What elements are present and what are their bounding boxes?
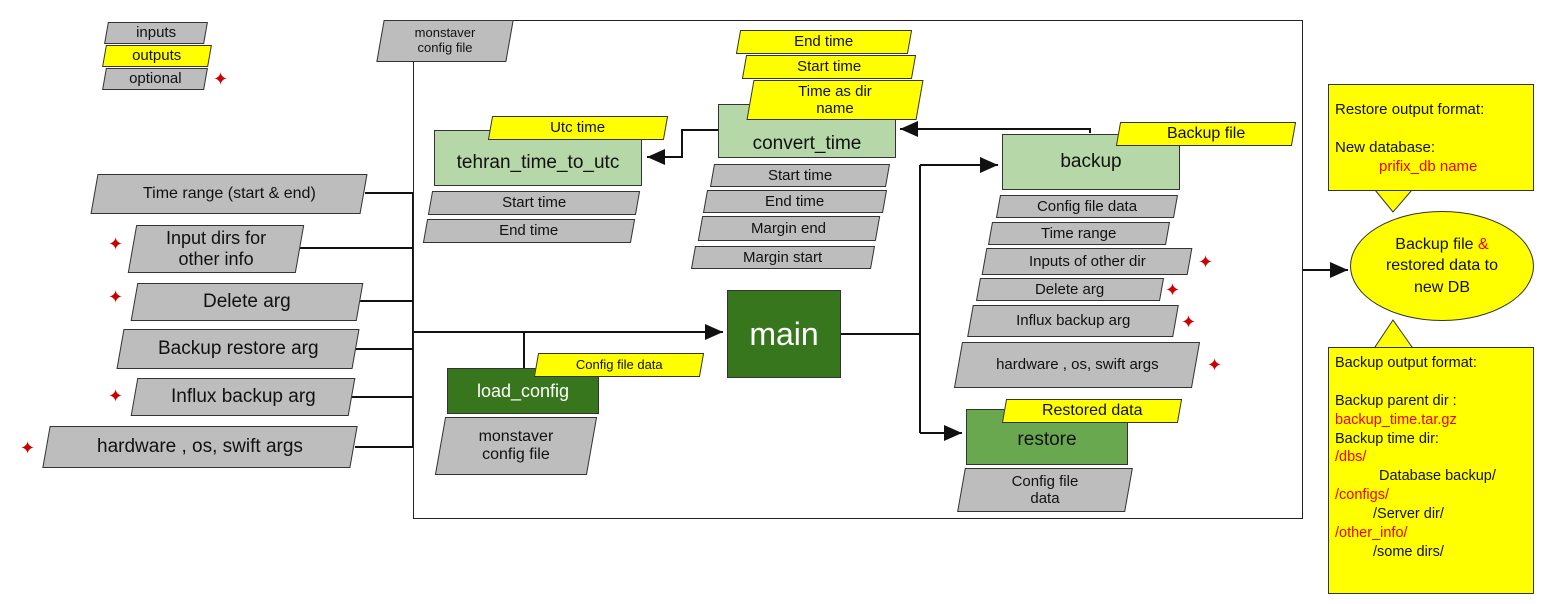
output-end-time: End time [735,30,913,54]
connector-convert-tehran [647,129,718,165]
convert-input-margin-end: Margin end [697,216,881,241]
backup-parent-value: backup_time.tar.gz [1335,411,1457,428]
connector-backup-convert [900,121,1091,137]
new-database-value: prifix_db name [1379,157,1478,175]
input-other-dirs: Input dirs for other info [127,225,305,273]
output-time-as-dir-name: Time as dir name [746,80,924,120]
convert-input-margin-start: Margin start [690,246,876,269]
dir-server: /Server dir/ [1373,505,1444,522]
legend-optional: optional [102,68,208,90]
convert-input-end: End time [702,190,888,213]
backup-parent-label: Backup parent dir : [1335,392,1457,409]
optional-star-icon: ✦ [1198,252,1214,272]
dir-other-info: /other_info/ [1335,524,1408,541]
backup-input-other-dir: Inputs of other dir [981,248,1193,275]
load-config-input: monstaver config file [434,417,598,475]
dir-configs: /configs/ [1335,487,1389,504]
result-restored-data: restored data to new DB [1385,257,1499,296]
backup-input-time-range: Time range [987,222,1171,245]
input-hardware-args: hardware , os, swift args [42,426,358,468]
input-backup-restore-arg: Backup restore arg [116,329,360,369]
input-time-range: Time range (start & end) [90,174,368,214]
input-delete-arg: Delete arg [130,283,364,321]
callout-tail-backup [1374,319,1413,348]
backup-input-hardware-args: hardware , os, swift args [953,342,1201,388]
output-utc-time: Utc time [487,116,669,140]
backup-input-influx-arg: Influx backup arg [967,305,1179,337]
new-database-label: New database: [1335,138,1436,156]
convert-input-start: Start time [709,164,891,187]
optional-star-icon: ✦ [1165,280,1181,300]
optional-star-icon: ✦ [20,438,36,458]
legend-inputs: inputs [104,22,208,44]
legend-outputs: outputs [102,45,212,67]
restore-format-note: Restore output format: New database: pri… [1328,84,1534,191]
node-main: main [727,290,841,378]
dir-database-backup: Database backup/ [1379,468,1496,485]
optional-star-icon: ✦ [213,69,229,89]
result-ampersand: & [1478,235,1489,253]
dir-dbs: /dbs/ [1335,449,1367,466]
optional-star-icon: ✦ [1207,355,1223,375]
input-influx-backup-arg: Influx backup arg [130,378,356,416]
tehran-input-start: Start time [427,191,641,215]
backup-input-delete-arg: Delete arg [975,278,1165,301]
backup-format-heading: Backup output format: [1335,355,1477,371]
optional-star-icon: ✦ [108,234,124,254]
restore-input-config: Config file data [957,468,1133,512]
dir-some-dirs: /some dirs/ [1373,543,1444,560]
result-ellipse: Backup file & restored data to new DB [1350,211,1534,321]
node-load-config: load_config [447,368,599,414]
backup-time-label: Backup time dir: [1335,430,1439,447]
result-backup-file: Backup file [1395,235,1474,253]
optional-star-icon: ✦ [1181,312,1197,332]
config-file-tag: monstaver config file [376,20,514,62]
optional-star-icon: ✦ [108,287,124,307]
backup-input-config: Config file data [995,195,1179,218]
backup-format-note: Backup output format: Backup parent dir … [1328,347,1534,594]
output-restored-data: Restored data [1001,399,1183,423]
workflow-frame [413,20,1303,519]
tehran-input-end: End time [422,219,636,243]
callout-tail-restore [1373,189,1414,213]
optional-star-icon: ✦ [108,386,124,406]
output-start-time: Start time [741,55,917,79]
output-config-file-data: Config file data [533,353,705,377]
output-backup-file: Backup file [1115,122,1297,146]
restore-format-heading: Restore output format: [1335,101,1485,118]
